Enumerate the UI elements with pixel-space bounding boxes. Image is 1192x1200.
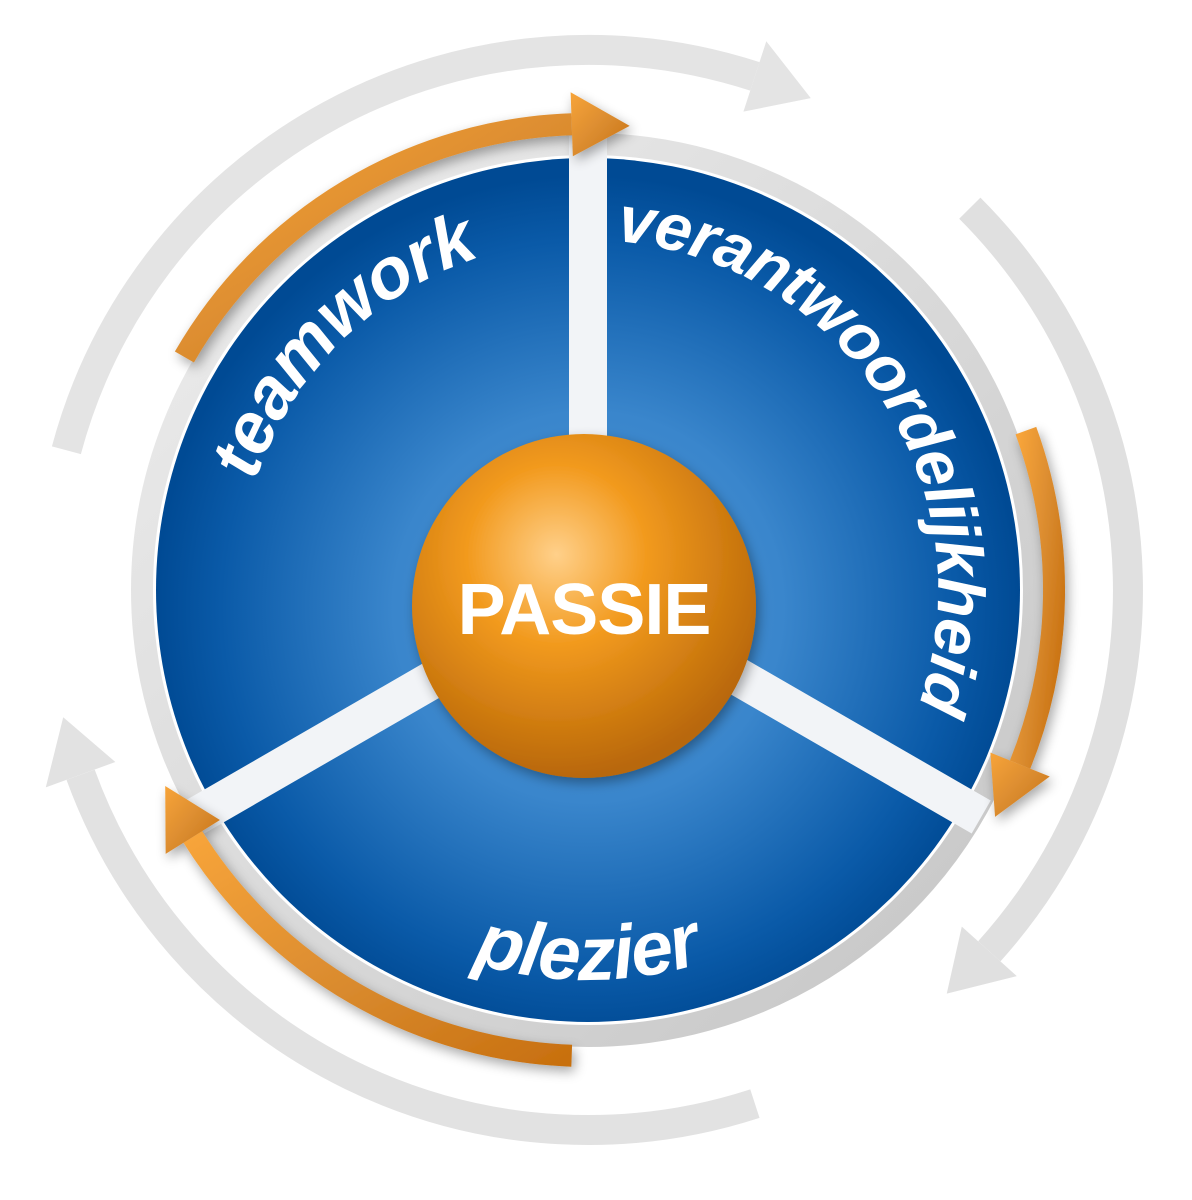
gray-arrow-top: [51, 34, 811, 455]
center-ball: [412, 434, 756, 778]
gray-arrow-right: [946, 197, 1143, 994]
orange-arrow-bottom: [165, 785, 573, 1067]
divider-lower-left: [185, 648, 468, 834]
orange-cycle-arrows: [165, 92, 1066, 1067]
outer-gray-cycle-arrows: [45, 34, 1143, 1146]
orange-arrow-right: [990, 426, 1066, 817]
divider-lower-right: [708, 648, 991, 834]
orange-arrow-top: [174, 92, 630, 363]
segment-dividers: [185, 136, 991, 834]
segment-label-plezier-text: plezier: [467, 896, 714, 998]
center-label: PASSIE: [458, 570, 711, 650]
segment-label-plezier: plezier: [467, 896, 713, 998]
gray-arrow-bottom: [45, 717, 760, 1146]
